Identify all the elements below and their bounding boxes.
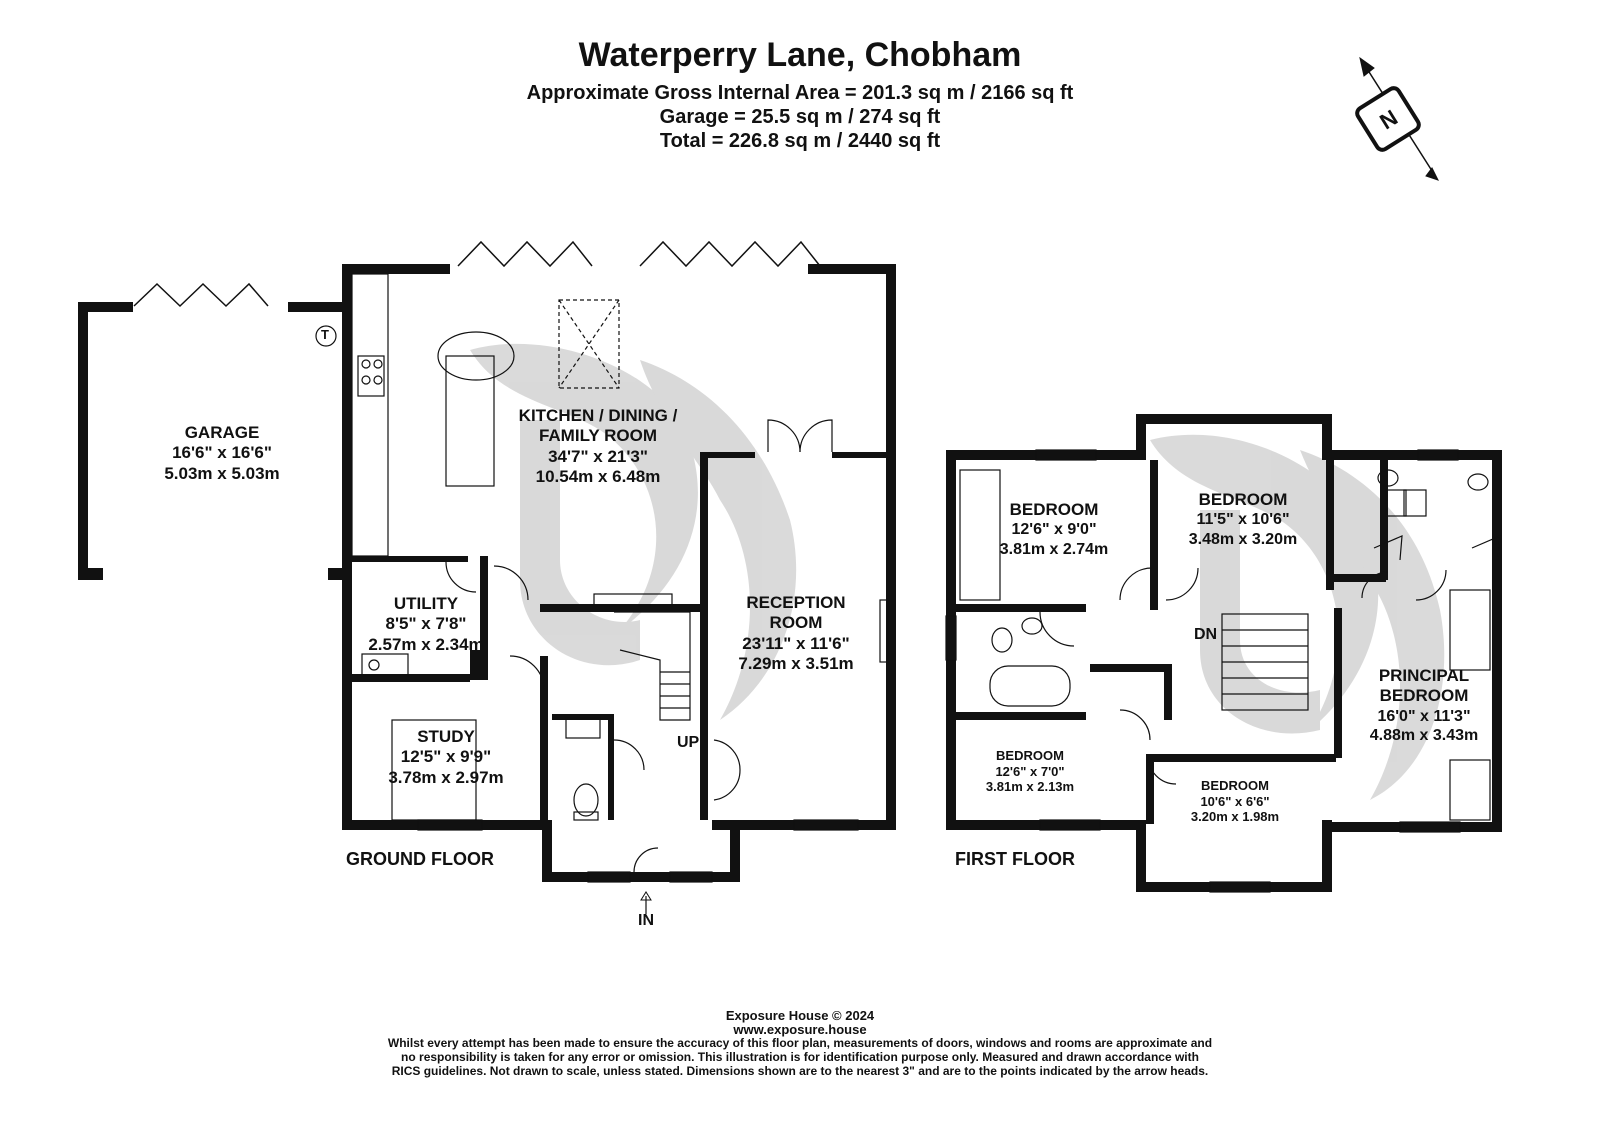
first-floor-walls: [946, 414, 1502, 892]
thermostat-icon: [315, 325, 337, 347]
page-title: Waterperry Lane, Chobham: [578, 36, 1022, 74]
bifold-doors: [133, 240, 821, 308]
room-label-study: STUDY 12'5" x 9'9" 3.78m x 2.97m: [388, 727, 504, 787]
fixtures: [351, 273, 1501, 873]
stairs-up-label: UP: [677, 734, 700, 751]
gross-area-text: Approximate Gross Internal Area = 201.3 …: [526, 82, 1074, 104]
windows: [417, 449, 1461, 893]
room-label-bedroom-3: BEDROOM 11'5" x 10'6" 3.48m x 3.20m: [1188, 490, 1298, 548]
footer-disclaimer-2: no responsibility is taken for any error…: [401, 1050, 1199, 1064]
room-label-bedroom-4: BEDROOM 12'6" x 7'0" 3.81m x 2.13m: [985, 748, 1075, 795]
room-label-reception: RECEPTION ROOM 23'11" x 11'6" 7.29m x 3.…: [738, 593, 854, 674]
footer-disclaimer-1: Whilst every attempt has been made to en…: [387, 1036, 1213, 1050]
room-label-garage: GARAGE 16'6" x 16'6" 5.03m x 5.03m: [164, 423, 280, 483]
garage-area-text: Garage = 25.5 sq m / 274 sq ft: [659, 106, 941, 128]
room-label-utility: UTILITY 8'5" x 7'8" 2.57m x 2.34m: [368, 594, 484, 654]
entrance-label: IN: [638, 912, 654, 929]
footer-website: www.exposure.house: [733, 1022, 867, 1037]
ground-floor-label: GROUND FLOOR: [346, 849, 494, 869]
room-label-kitchen-dining-family: KITCHEN / DINING / FAMILY ROOM 34'7" x 2…: [518, 406, 678, 487]
room-label-bedroom-5: BEDROOM 10'6" x 6'6" 3.20m x 1.98m: [1190, 778, 1280, 825]
thermostat-label: T: [321, 327, 329, 342]
ground-floor-walls: [78, 264, 896, 882]
stairs-down-label: DN: [1194, 626, 1218, 643]
total-area-text: Total = 226.8 sq m / 2440 sq ft: [659, 130, 941, 152]
footer-disclaimer-3: RICS guidelines. Not drawn to scale, unl…: [391, 1064, 1209, 1078]
first-floor-label: FIRST FLOOR: [955, 849, 1075, 869]
compass-rose: [1355, 56, 1439, 181]
room-label-bedroom-2: BEDROOM 12'6" x 9'0" 3.81m x 2.74m: [999, 500, 1109, 558]
footer-copyright: Exposure House © 2024: [725, 1008, 875, 1023]
room-label-principal-bedroom: PRINCIPAL BEDROOM 16'0" x 11'3" 4.88m x …: [1369, 666, 1479, 744]
